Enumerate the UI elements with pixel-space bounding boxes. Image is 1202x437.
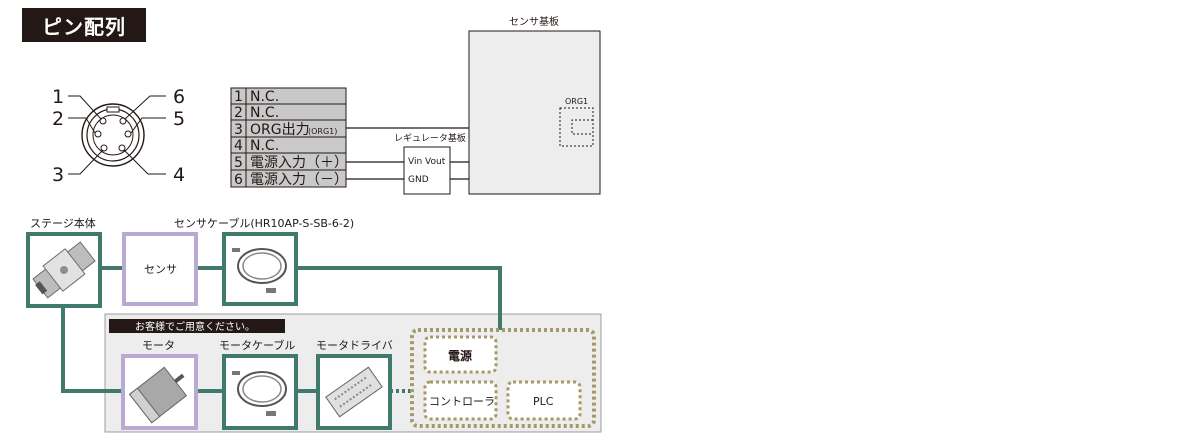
connection-lines: [61, 266, 502, 393]
regulator-title: レギュレータ基板: [394, 132, 466, 144]
motor-image: [121, 354, 198, 430]
pin-number-3: 3: [52, 164, 64, 186]
pin-table: [230, 87, 347, 188]
pin-number-1: 1: [52, 86, 64, 108]
regulator-vin-vout: Vin Vout: [408, 157, 446, 167]
table-row-num: 2: [234, 105, 243, 121]
pin-number-4: 4: [173, 164, 185, 186]
power-label: 電源: [448, 348, 472, 363]
controller-group: [410, 328, 596, 428]
table-row-label: ORG出力: [250, 122, 310, 138]
table-row-label: N.C.: [250, 89, 279, 105]
customer-note: お客様でご用意ください。: [135, 320, 255, 333]
plc-label: PLC: [533, 395, 554, 408]
pin-number-6: 6: [173, 86, 185, 108]
pin-number-2: 2: [52, 108, 64, 130]
connector-diagram: [68, 95, 166, 175]
motor-driver-image: [316, 354, 392, 430]
power-box: [423, 335, 498, 374]
org-sensor-shape: [571, 119, 593, 135]
plc-box: [506, 380, 582, 421]
customer-note-badge: [109, 319, 285, 333]
org-sensor-outline: [559, 107, 594, 147]
regulator-gnd: GND: [408, 175, 429, 185]
regulator-board: [403, 146, 451, 195]
table-row-label: N.C.: [250, 138, 279, 154]
motor-cable-label: モータケーブル: [219, 338, 295, 352]
sensor-cable-label: センサケーブル(HR10AP-S-SB-6-2): [174, 216, 354, 230]
sensor-cable-image: [222, 232, 298, 306]
motor-driver-label: モータドライバ: [316, 339, 393, 352]
table-row-label: 電源入力（－）: [250, 172, 348, 188]
sensor-box: [122, 232, 198, 306]
table-row-num: 6: [234, 172, 243, 188]
sensor-board: [468, 30, 601, 195]
table-row-num: 1: [234, 89, 243, 105]
pin-number-5: 5: [173, 108, 185, 130]
table-row-num: 3: [234, 122, 243, 138]
wiring: [346, 127, 469, 180]
stage-label: ステージ本体: [30, 216, 96, 230]
motor-cable-image: [222, 354, 298, 430]
motor-label: モータ: [142, 339, 175, 352]
sensor-board-title: センサ基板: [509, 15, 559, 28]
controller-label: コントローラ: [429, 395, 495, 408]
org-label: ORG1: [565, 97, 588, 106]
page-title: ピン配列: [22, 8, 146, 42]
sensor-label: センサ: [144, 263, 177, 276]
table-row-num: 4: [234, 138, 243, 154]
controller-box: [423, 380, 498, 421]
table-row-sub: (ORG1): [308, 127, 337, 136]
table-row-num: 5: [234, 155, 243, 171]
table-row-label: N.C.: [250, 105, 279, 121]
stage-body-image: [26, 232, 102, 308]
table-row-label: 電源入力（＋）: [250, 155, 348, 171]
